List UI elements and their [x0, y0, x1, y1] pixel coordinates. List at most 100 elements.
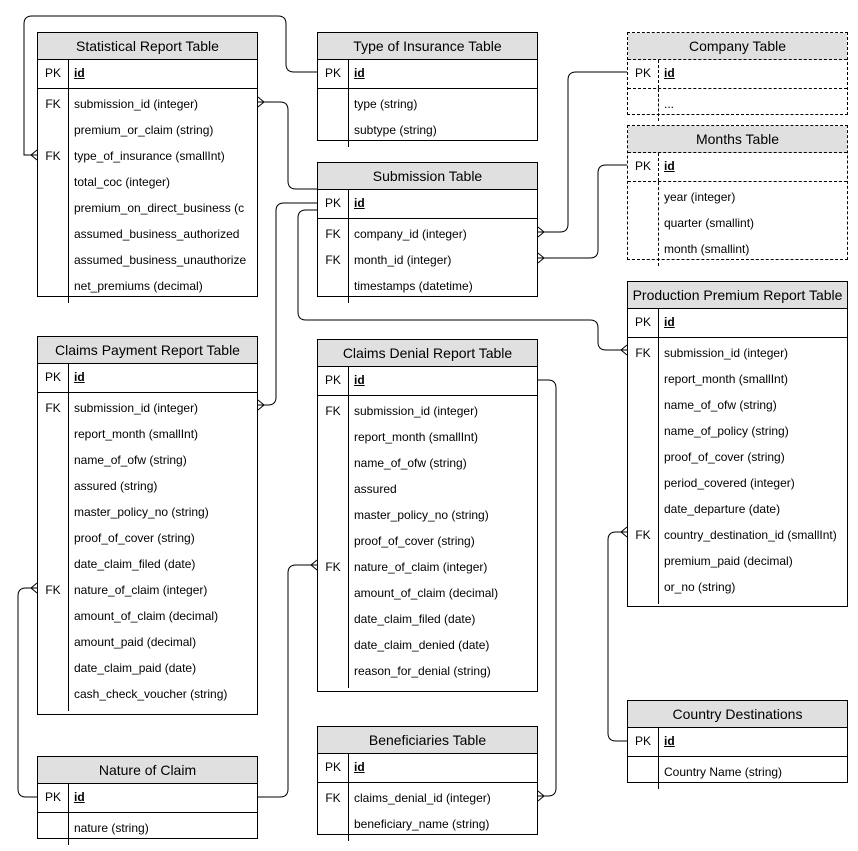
table-row[interactable]: report_month (smallInt): [318, 424, 537, 450]
table-row[interactable]: proof_of_cover (string): [38, 525, 257, 551]
column-field: reason_for_denial (string): [354, 664, 491, 678]
table-row[interactable]: ...: [628, 91, 847, 117]
table-row[interactable]: date_departure (date): [628, 496, 847, 522]
table-row[interactable]: period_covered (integer): [628, 470, 847, 496]
table-row[interactable]: reason_for_denial (string): [318, 658, 537, 684]
table-row[interactable]: master_policy_no (string): [318, 502, 537, 528]
primary-key-field: id: [354, 760, 365, 774]
table-row[interactable]: Country Name (string): [628, 759, 847, 785]
table-row[interactable]: subtype (string): [318, 117, 537, 143]
table-title: Claims Payment Report Table: [38, 337, 257, 364]
table-row[interactable]: date_claim_filed (date): [318, 606, 537, 632]
table-row[interactable]: or_no (string): [628, 574, 847, 600]
table-row[interactable]: name_of_ofw (string): [628, 392, 847, 418]
crowfoot-submission-months: [537, 252, 545, 264]
table-row[interactable]: amount_of_claim (decimal): [38, 603, 257, 629]
table-row[interactable]: date_claim_paid (date): [38, 655, 257, 681]
table-row[interactable]: assured (string): [38, 473, 257, 499]
column-field: month (smallint): [664, 242, 750, 256]
table-row[interactable]: amount_of_claim (decimal): [318, 580, 537, 606]
table-row[interactable]: beneficiary_name (string): [318, 811, 537, 837]
table-row[interactable]: month (smallint): [628, 236, 847, 262]
table-row[interactable]: quarter (smallint): [628, 210, 847, 236]
column-divider: [658, 153, 659, 181]
table-row[interactable]: name_of_ofw (string): [38, 447, 257, 473]
table-row[interactable]: proof_of_cover (string): [318, 528, 537, 554]
table-row[interactable]: amount_paid (decimal): [38, 629, 257, 655]
key-label: PK: [634, 66, 651, 80]
crowfoot-beneficiaries-claimsdenial: [537, 790, 545, 802]
table-row[interactable]: type (string): [318, 91, 537, 117]
rel-statistical-submission: [258, 101, 317, 190]
table-row[interactable]: master_policy_no (string): [38, 499, 257, 525]
table-row[interactable]: net_premiums (decimal): [38, 273, 257, 299]
table-row[interactable]: nature (string): [38, 815, 257, 841]
primary-key-field: id: [354, 196, 365, 210]
table-row[interactable]: premium_paid (decimal): [628, 548, 847, 574]
column-field: ...: [664, 97, 675, 111]
table-row[interactable]: assured: [318, 476, 537, 502]
column-divider: [348, 754, 349, 782]
table-row[interactable]: timestamps (datetime): [318, 273, 537, 299]
table-row[interactable]: proof_of_cover (string): [628, 444, 847, 470]
table-row[interactable]: total_coc (integer): [38, 169, 257, 195]
table-row[interactable]: date_claim_filed (date): [38, 551, 257, 577]
table-title: Submission Table: [318, 163, 537, 190]
table-row[interactable]: name_of_ofw (string): [318, 450, 537, 476]
key-label: FK: [635, 528, 651, 542]
table-row[interactable]: report_month (smallInt): [628, 366, 847, 392]
table-row[interactable]: premium_or_claim (string): [38, 117, 257, 143]
table-row[interactable]: name_of_policy (string): [628, 418, 847, 444]
table-row[interactable]: cash_check_voucher (string): [38, 681, 257, 707]
table-row[interactable]: date_claim_denied (date): [318, 632, 537, 658]
column-divider: [68, 813, 69, 845]
table-row[interactable]: assumed_business_authorized: [38, 221, 257, 247]
table-row[interactable]: assumed_business_unauthorize: [38, 247, 257, 273]
columns-section: Country Name (string): [628, 756, 847, 789]
column-field: date_claim_filed (date): [354, 612, 476, 626]
table-row[interactable]: premium_on_direct_business (c: [38, 195, 257, 221]
column-field: name_of_ofw (string): [664, 398, 777, 412]
table-title: Beneficiaries Table: [318, 727, 537, 754]
rel-statistical-type-insurance: [23, 15, 317, 156]
table-row[interactable]: year (integer): [628, 184, 847, 210]
table-title: Country Destinations: [628, 701, 847, 728]
table-row[interactable]: report_month (smallInt): [38, 421, 257, 447]
